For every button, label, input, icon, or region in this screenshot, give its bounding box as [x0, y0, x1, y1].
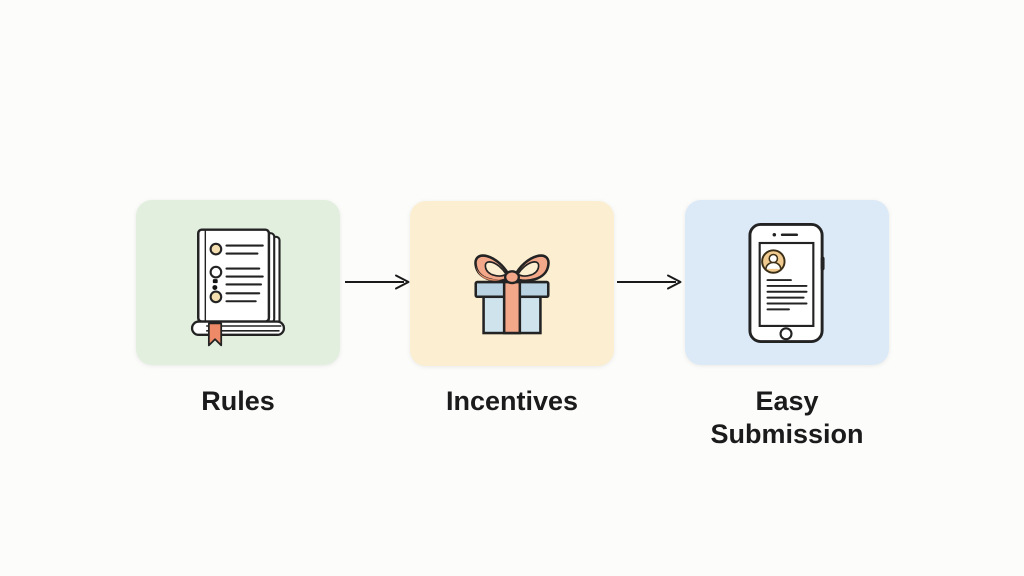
phone-submission-icon	[748, 222, 825, 343]
gift-box-icon	[474, 253, 550, 334]
step-label-incentives: Incentives	[445, 386, 579, 416]
step-card-easy-submission	[685, 200, 889, 365]
step-label-easy-submission: Easy Submission	[710, 386, 864, 449]
right-arrow-icon	[344, 273, 412, 291]
step-label-rules: Rules	[201, 386, 275, 416]
rules-book-icon	[190, 227, 286, 346]
right-arrow-icon	[616, 273, 684, 291]
step-card-incentives	[410, 201, 614, 366]
step-card-rules	[136, 200, 340, 365]
